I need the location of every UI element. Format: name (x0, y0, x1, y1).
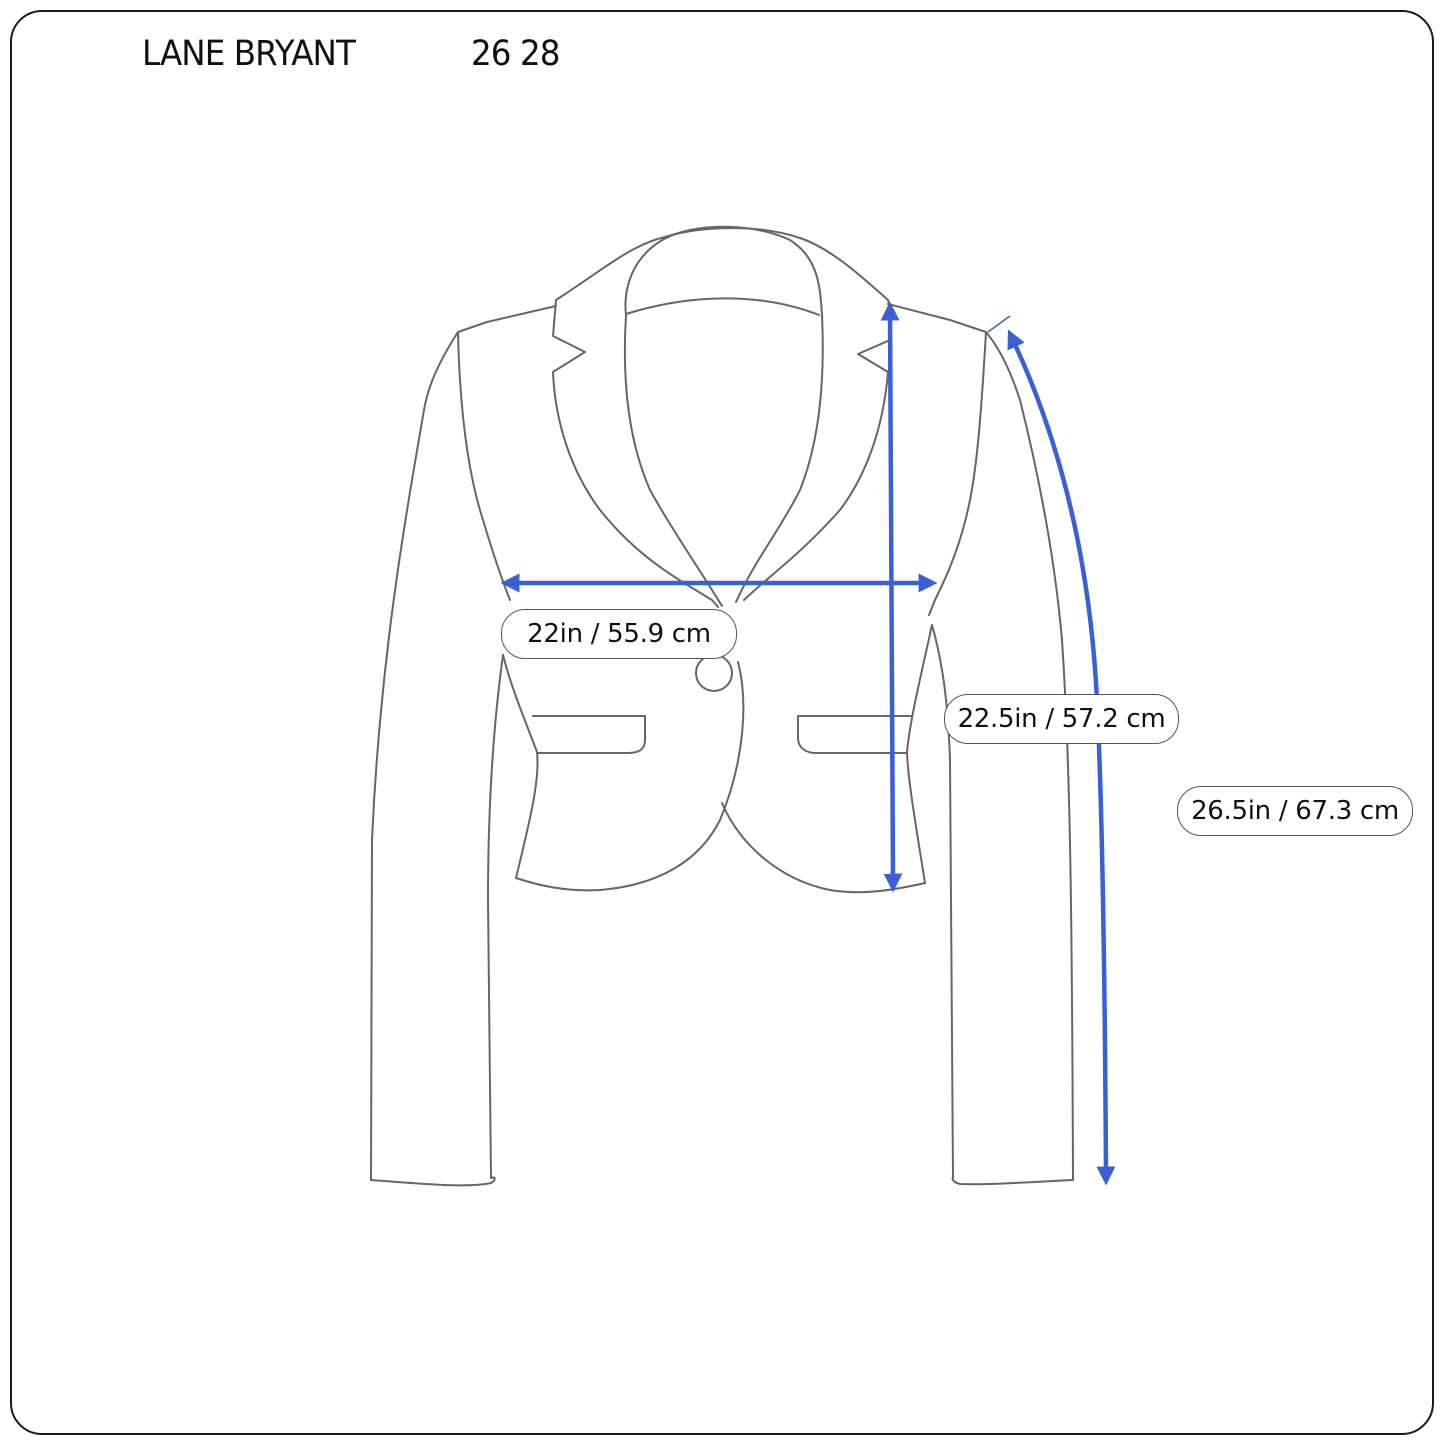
left-collar-roll (623, 314, 723, 607)
left-shoulder (457, 305, 557, 333)
right-collar-roll (735, 314, 824, 603)
right-shoulder (887, 303, 987, 333)
neckline (625, 297, 820, 316)
left-sleeve-inner-lower (487, 654, 504, 1179)
left-sleeve-outer (370, 331, 459, 1181)
brand-name: LANE BRYANT (142, 34, 356, 74)
sleeve-measurement-label: 26.5in / 67.3 cm (1177, 786, 1413, 836)
sleeve-arrow (1007, 329, 1116, 1186)
left-front-edge (515, 661, 745, 892)
chest-measurement-label: 22in / 55.9 cm (501, 609, 737, 659)
right-side-seam (906, 624, 933, 884)
right-pocket-flap (797, 715, 912, 754)
right-sleeve-inner-lower (931, 624, 954, 1179)
left-pocket-flap (532, 715, 646, 754)
left-sleeve-inner (457, 331, 511, 601)
collar-outer (555, 227, 889, 301)
right-sleeve-inner (928, 331, 987, 616)
sleeve-start-tick (987, 315, 1011, 333)
length-measurement-label: 22.5in / 57.2 cm (944, 694, 1179, 744)
collar-inner (624, 225, 823, 316)
length-arrow (880, 301, 903, 893)
right-cuff (951, 1177, 1074, 1186)
size-label: 26 28 (471, 34, 560, 74)
left-cuff (370, 1176, 496, 1187)
diagram-frame (10, 10, 1434, 1435)
left-side-seam (502, 654, 539, 879)
right-lapel (743, 299, 892, 601)
button (695, 654, 733, 692)
